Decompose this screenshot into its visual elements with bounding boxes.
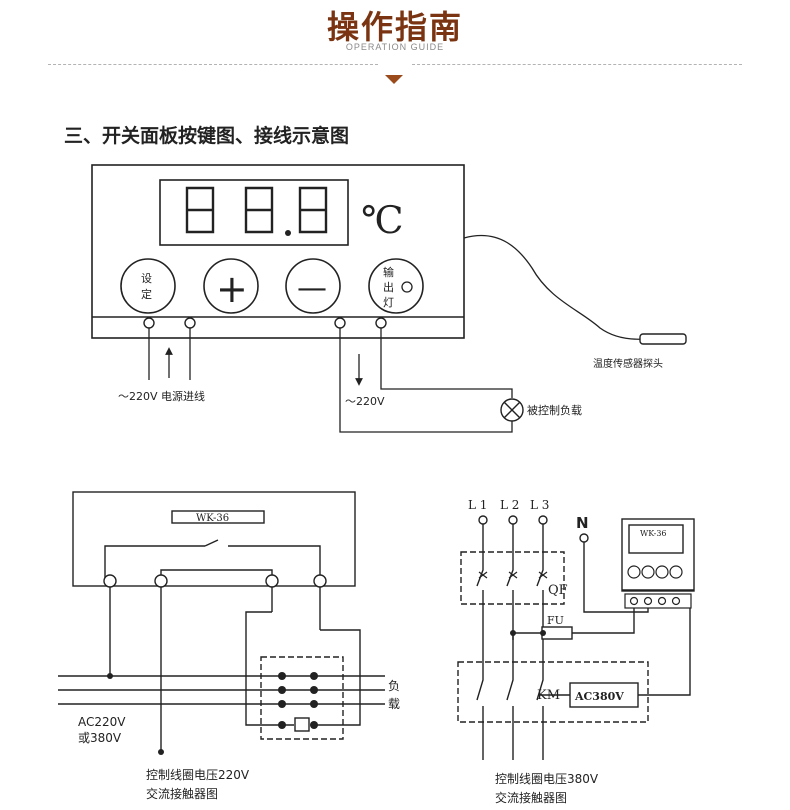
wk36-label-220: WK-36 — [196, 513, 229, 524]
contactor-label: KM — [537, 688, 560, 703]
plus-icon: + — [216, 267, 248, 311]
phase-l2-label: L 2 — [500, 498, 519, 512]
panel-terminals — [143, 317, 387, 329]
sensor-probe-icon — [639, 333, 687, 345]
caption-220-line-2: 交流接触器图 — [146, 786, 218, 801]
page-header-subtitle: OPERATION GUIDE — [345, 42, 445, 52]
plus-button[interactable]: + — [203, 258, 259, 314]
load-220-label-2: 载 — [388, 697, 400, 711]
sensor-label: 温度传感器探头 — [593, 357, 663, 370]
breaker-label: QF — [548, 583, 568, 598]
qf-contacts — [478, 571, 548, 579]
output-indicator: 输 出 灯 — [368, 258, 424, 314]
supply-220-label-2: 或380V — [78, 731, 122, 745]
wk36-380-buttons — [624, 565, 692, 609]
control-panel — [91, 164, 465, 339]
celsius-unit: ℃ — [361, 198, 404, 242]
load-label: 被控制负载 — [527, 403, 582, 417]
display-window — [159, 179, 349, 246]
header-divider-left — [48, 64, 378, 65]
caption-380-line-2: 交流接触器图 — [495, 790, 567, 805]
output-label-3: 灯 — [383, 296, 394, 309]
power-label: ～220V 电源进线 — [118, 389, 205, 403]
decimal-point — [285, 230, 291, 236]
page-header-title: 操作指南 — [326, 8, 463, 46]
neutral-label: N — [576, 514, 589, 532]
wk36-label-380: WK-36 — [640, 529, 667, 538]
minus-button[interactable]: — — [285, 258, 341, 314]
fuse-label: FU — [547, 614, 564, 627]
section-title: 三、开关面板按键图、接线示意图 — [64, 125, 350, 147]
set-button[interactable]: 设 定 — [120, 258, 176, 314]
load-220-label-1: 负 — [388, 679, 400, 693]
panel-frame — [91, 164, 465, 339]
contactor-220-contacts — [278, 672, 318, 729]
phase-l1-label: L 1 — [468, 498, 487, 512]
coil-220-icon — [294, 717, 310, 732]
set-button-label-1: 设 — [141, 272, 152, 285]
lamp-icon — [500, 398, 524, 422]
down-arrow-icon — [385, 75, 403, 84]
output-led-icon — [401, 281, 413, 293]
panel-wiring — [148, 234, 646, 433]
supply-220-label-1: AC220V — [78, 715, 126, 729]
load-voltage-label: ～220V — [345, 395, 385, 408]
caption-220-line-1: 控制线圈电压220V — [146, 768, 250, 782]
header-divider-right — [412, 64, 742, 65]
coil-380-label: AC380V — [574, 690, 624, 703]
diagram-220v — [58, 491, 385, 752]
seven-segment-display — [185, 186, 328, 234]
set-button-label-2: 定 — [141, 287, 152, 301]
caption-380-line-1: 控制线圈电压380V — [495, 772, 599, 786]
phase-l3-label: L 3 — [530, 498, 549, 512]
diagram-380v — [457, 515, 695, 760]
minus-icon: — — [297, 271, 327, 306]
output-label-2: 出 — [383, 280, 394, 294]
output-label-1: 输 — [383, 265, 394, 279]
